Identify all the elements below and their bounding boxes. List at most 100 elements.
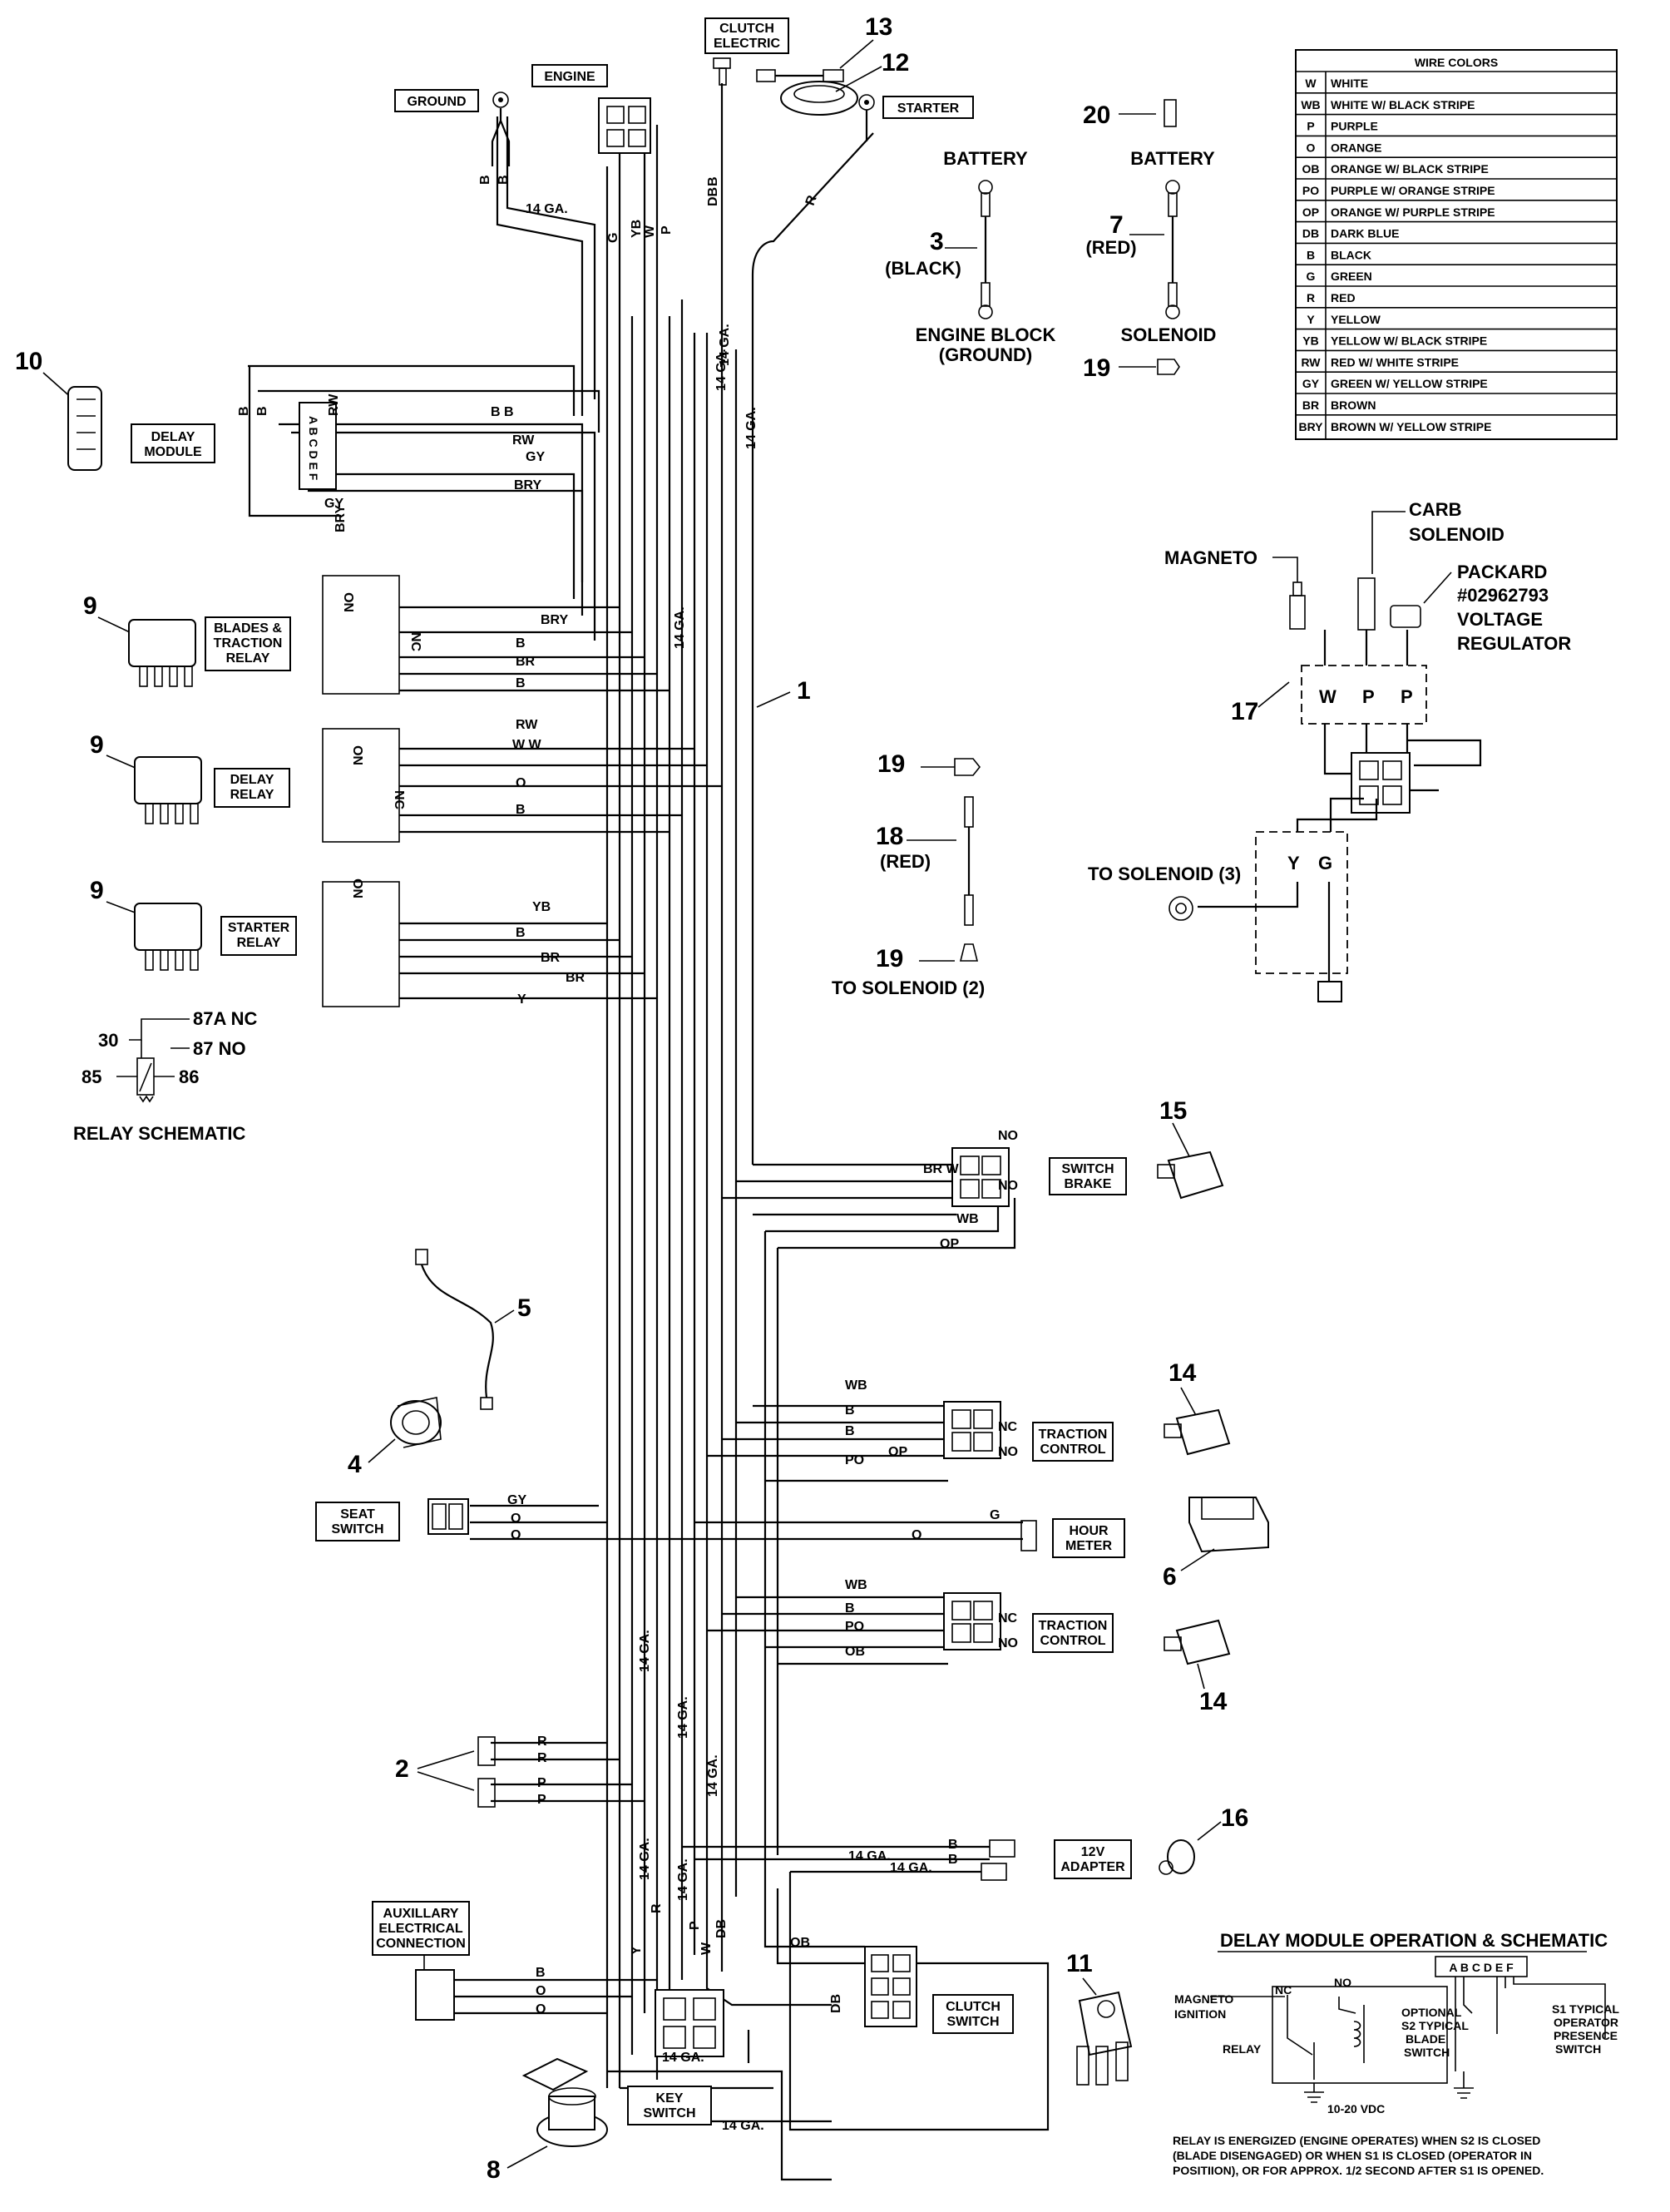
svg-text:O: O bbox=[516, 776, 526, 790]
svg-text:NO: NO bbox=[352, 745, 366, 765]
svg-text:9: 9 bbox=[90, 877, 104, 904]
svg-text:G: G bbox=[990, 1508, 1000, 1522]
starter-relay: 9 STARTER RELAY bbox=[90, 877, 400, 1007]
svg-text:SWITCH: SWITCH bbox=[1404, 2046, 1450, 2059]
svg-text:5: 5 bbox=[517, 1294, 531, 1322]
svg-text:OPTIONAL: OPTIONAL bbox=[1401, 2006, 1462, 2019]
svg-text:GY: GY bbox=[507, 1493, 526, 1507]
12v-adapter: 12V ADAPTER 16 bbox=[981, 1804, 1248, 1881]
svg-text:STARTER: STARTER bbox=[228, 921, 290, 935]
aux-connection: AUXILLARY ELECTRICAL CONNECTION bbox=[372, 1901, 470, 2021]
wire-color-name: PURPLE W/ ORANGE STRIPE bbox=[1331, 184, 1495, 197]
svg-text:SOLENOID: SOLENOID bbox=[1409, 524, 1504, 545]
svg-text:14 GA.: 14 GA. bbox=[673, 606, 687, 649]
wire-color-code: DB bbox=[1302, 227, 1319, 240]
svg-text:19: 19 bbox=[1083, 354, 1110, 382]
svg-text:W: W bbox=[1319, 686, 1336, 707]
wire-color-name: YELLOW W/ BLACK STRIPE bbox=[1331, 334, 1487, 348]
svg-text:CONTROL: CONTROL bbox=[1040, 1634, 1105, 1648]
svg-text:B: B bbox=[497, 175, 511, 185]
wire-color-name: WHITE bbox=[1331, 77, 1368, 90]
svg-text:B: B bbox=[516, 636, 526, 651]
svg-text:NO: NO bbox=[998, 1445, 1018, 1459]
part-11: 11 bbox=[1066, 1950, 1133, 2086]
wire-color-code: OB bbox=[1302, 162, 1320, 176]
svg-text:18: 18 bbox=[876, 823, 903, 850]
svg-text:(BLACK): (BLACK) bbox=[885, 258, 961, 279]
svg-text:PRESENCE: PRESENCE bbox=[1554, 2029, 1618, 2042]
wire-color-name: GREEN bbox=[1331, 270, 1372, 283]
svg-text:BRAKE: BRAKE bbox=[1065, 1177, 1112, 1191]
starter-terminal: STARTER bbox=[858, 94, 974, 141]
svg-text:15: 15 bbox=[1159, 1097, 1187, 1125]
svg-text:NC: NC bbox=[1275, 1983, 1292, 1997]
svg-text:NC: NC bbox=[392, 790, 406, 810]
battery-cable-red: 20 BATTERY 7 (RED) SOLENOID 19 bbox=[1083, 99, 1216, 382]
delay-schematic-title: DELAY MODULE OPERATION & SCHEMATIC bbox=[1220, 1930, 1608, 1951]
svg-text:O: O bbox=[912, 1528, 921, 1542]
wire-color-code: G bbox=[1307, 270, 1316, 283]
wire-color-name: ORANGE bbox=[1331, 141, 1381, 154]
svg-text:CARB: CARB bbox=[1409, 499, 1462, 520]
svg-text:SWITCH: SWITCH bbox=[643, 2106, 695, 2120]
svg-text:ELECTRIC: ELECTRIC bbox=[714, 37, 780, 51]
svg-text:B: B bbox=[516, 803, 526, 817]
svg-text:(RED): (RED) bbox=[1085, 237, 1136, 258]
svg-text:16: 16 bbox=[1221, 1804, 1248, 1832]
wire-color-code: RW bbox=[1301, 355, 1321, 369]
wire-color-name: DARK BLUE bbox=[1331, 227, 1399, 240]
svg-text:MAGNETO: MAGNETO bbox=[1174, 1992, 1233, 2006]
svg-text:14 GA.: 14 GA. bbox=[718, 324, 732, 366]
svg-text:CLUTCH: CLUTCH bbox=[946, 2000, 1001, 2014]
svg-text:13: 13 bbox=[865, 13, 892, 41]
svg-text:19: 19 bbox=[876, 945, 903, 972]
svg-text:BRY: BRY bbox=[541, 613, 569, 627]
svg-text:O: O bbox=[511, 1528, 521, 1542]
blades-traction-relay: 9 BLADES & TRACTION RELAY bbox=[83, 575, 400, 695]
svg-text:PACKARD: PACKARD bbox=[1457, 562, 1547, 582]
svg-text:B: B bbox=[478, 175, 492, 185]
svg-text:B: B bbox=[491, 405, 501, 419]
svg-text:14 GA.: 14 GA. bbox=[890, 1861, 932, 1875]
wire-color-code: W bbox=[1305, 77, 1317, 90]
wire-color-code: OP bbox=[1302, 205, 1319, 219]
svg-text:85: 85 bbox=[82, 1066, 101, 1087]
wire-color-name: ORANGE W/ PURPLE STRIPE bbox=[1331, 205, 1495, 219]
svg-text:BR: BR bbox=[566, 971, 585, 985]
svg-text:BRY: BRY bbox=[334, 504, 348, 532]
svg-text:P: P bbox=[1362, 686, 1375, 707]
svg-text:TO SOLENOID (2): TO SOLENOID (2) bbox=[832, 977, 985, 998]
wire-color-code: PO bbox=[1302, 184, 1319, 197]
svg-text:STARTER: STARTER bbox=[897, 101, 960, 116]
wire-color-code: B bbox=[1307, 248, 1315, 261]
delay-module: 10 DELAY MODULE A B C D E F bbox=[15, 348, 337, 490]
svg-text:P: P bbox=[688, 1921, 702, 1930]
svg-text:BR: BR bbox=[541, 951, 561, 965]
svg-text:Y: Y bbox=[1287, 853, 1300, 873]
svg-text:KEY: KEY bbox=[656, 2091, 684, 2106]
hour-meter: HOUR METER 6 bbox=[1020, 1497, 1269, 1591]
svg-text:B: B bbox=[845, 1424, 855, 1438]
voltage-regulator: MAGNETO CARB SOLENOID PACKARD #02962793 … bbox=[1088, 499, 1571, 1002]
main-harness bbox=[248, 83, 1050, 2181]
wire-colors-title: WIRE COLORS bbox=[1415, 56, 1498, 69]
svg-text:14 GA.: 14 GA. bbox=[744, 407, 758, 449]
svg-text:NO: NO bbox=[998, 1129, 1018, 1143]
wire-color-code: R bbox=[1307, 291, 1315, 304]
svg-text:NC: NC bbox=[998, 1420, 1018, 1434]
svg-text:A B C D E F: A B C D E F bbox=[1449, 1961, 1514, 1974]
svg-text:RW: RW bbox=[512, 433, 535, 448]
svg-text:10: 10 bbox=[15, 348, 42, 375]
svg-text:Y: Y bbox=[517, 992, 526, 1007]
wire-color-code: WB bbox=[1301, 98, 1320, 111]
svg-text:TRACTION: TRACTION bbox=[214, 636, 283, 651]
svg-text:A B C D E F: A B C D E F bbox=[307, 416, 320, 481]
svg-text:3: 3 bbox=[930, 228, 944, 255]
svg-text:GROUND: GROUND bbox=[407, 95, 466, 109]
svg-text:YB: YB bbox=[532, 900, 551, 914]
svg-text:B: B bbox=[845, 1601, 855, 1616]
svg-text:PO: PO bbox=[845, 1620, 864, 1634]
wire-color-code: O bbox=[1307, 141, 1316, 154]
svg-text:BR W: BR W bbox=[923, 1162, 960, 1176]
